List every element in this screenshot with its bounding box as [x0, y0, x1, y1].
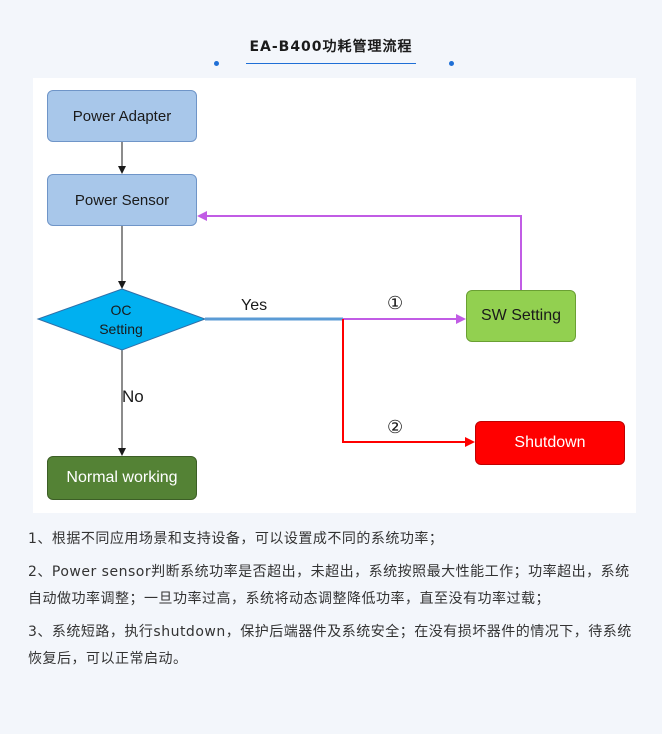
- power-sensor-box: Power Sensor: [47, 174, 197, 226]
- notes-section: 1、根据不同应用场景和支持设备，可以设置成不同的系统功率； 2、Power se…: [28, 526, 638, 679]
- yes-label: Yes: [241, 297, 268, 314]
- power-adapter-box: Power Adapter: [47, 90, 197, 142]
- shutdown-box: Shutdown: [475, 421, 625, 465]
- marker-1: ①: [387, 293, 404, 313]
- oc-setting-label: OC Setting: [81, 301, 161, 339]
- no-label: No: [122, 387, 144, 406]
- oc-setting-line1: OC: [110, 302, 132, 318]
- title-underline: [246, 63, 416, 64]
- normal-working-label: Normal working: [66, 469, 178, 486]
- arrow-to-shutdown: [342, 319, 475, 447]
- note-3: 3、系统短路，执行shutdown，保护后端器件及系统安全；在没有损坏器件的情况…: [28, 624, 632, 667]
- power-adapter-label: Power Adapter: [72, 107, 172, 125]
- shutdown-label: Shutdown: [514, 434, 586, 451]
- title-dot-right: [449, 61, 454, 66]
- note-2: 2、Power sensor判断系统功率是否超出，未超出，系统按照最大性能工作；…: [28, 564, 630, 607]
- marker-2: ②: [387, 417, 404, 437]
- flowchart-connectors: [36, 142, 522, 456]
- flowchart: Power Adapter Power Sensor OC Setting Ye…: [33, 78, 636, 513]
- title-section: EA-B400功耗管理流程: [0, 30, 662, 70]
- sw-setting-box: SW Setting: [466, 290, 576, 342]
- sw-setting-label: SW Setting: [480, 307, 562, 324]
- arrow-sw-to-sensor: [197, 211, 522, 290]
- oc-setting-diamond: [36, 288, 207, 351]
- oc-setting-line2: Setting: [99, 321, 143, 337]
- power-sensor-label: Power Sensor: [74, 191, 170, 209]
- title-dot-left: [214, 61, 219, 66]
- note-1: 1、根据不同应用场景和支持设备，可以设置成不同的系统功率；: [28, 531, 444, 547]
- normal-working-box: Normal working: [47, 456, 197, 500]
- page-title: EA-B400功耗管理流程: [249, 39, 413, 55]
